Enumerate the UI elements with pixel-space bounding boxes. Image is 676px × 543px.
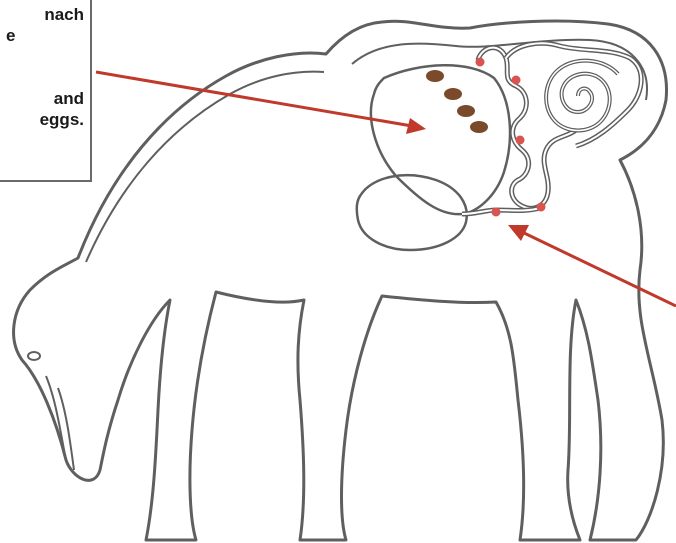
- rumen-outline: [371, 65, 510, 214]
- neck-inner-line: [86, 72, 324, 262]
- egg-icon: [444, 88, 462, 100]
- parasite-marker: [492, 208, 501, 217]
- egg-icon: [457, 105, 475, 117]
- sheep-outline-icon: [14, 21, 667, 540]
- callout-box: nach e and eggs.: [0, 0, 92, 182]
- arrow-icon: [508, 225, 676, 306]
- egg-icon: [470, 121, 488, 133]
- callout-line: eggs.: [6, 109, 84, 130]
- nostril-icon: [28, 352, 40, 360]
- parasite-marker: [512, 76, 521, 85]
- egg-cluster: [426, 70, 488, 133]
- callout-line: e: [6, 25, 84, 46]
- callout-line: [6, 46, 84, 67]
- face-outline: [46, 376, 74, 470]
- parasite-marker: [516, 136, 525, 145]
- callout-line: and: [6, 88, 84, 109]
- egg-icon: [426, 70, 444, 82]
- parasite-marker: [476, 58, 485, 67]
- callout-line: nach: [6, 4, 84, 25]
- parasite-marker: [537, 203, 546, 212]
- callout-line: [6, 67, 84, 88]
